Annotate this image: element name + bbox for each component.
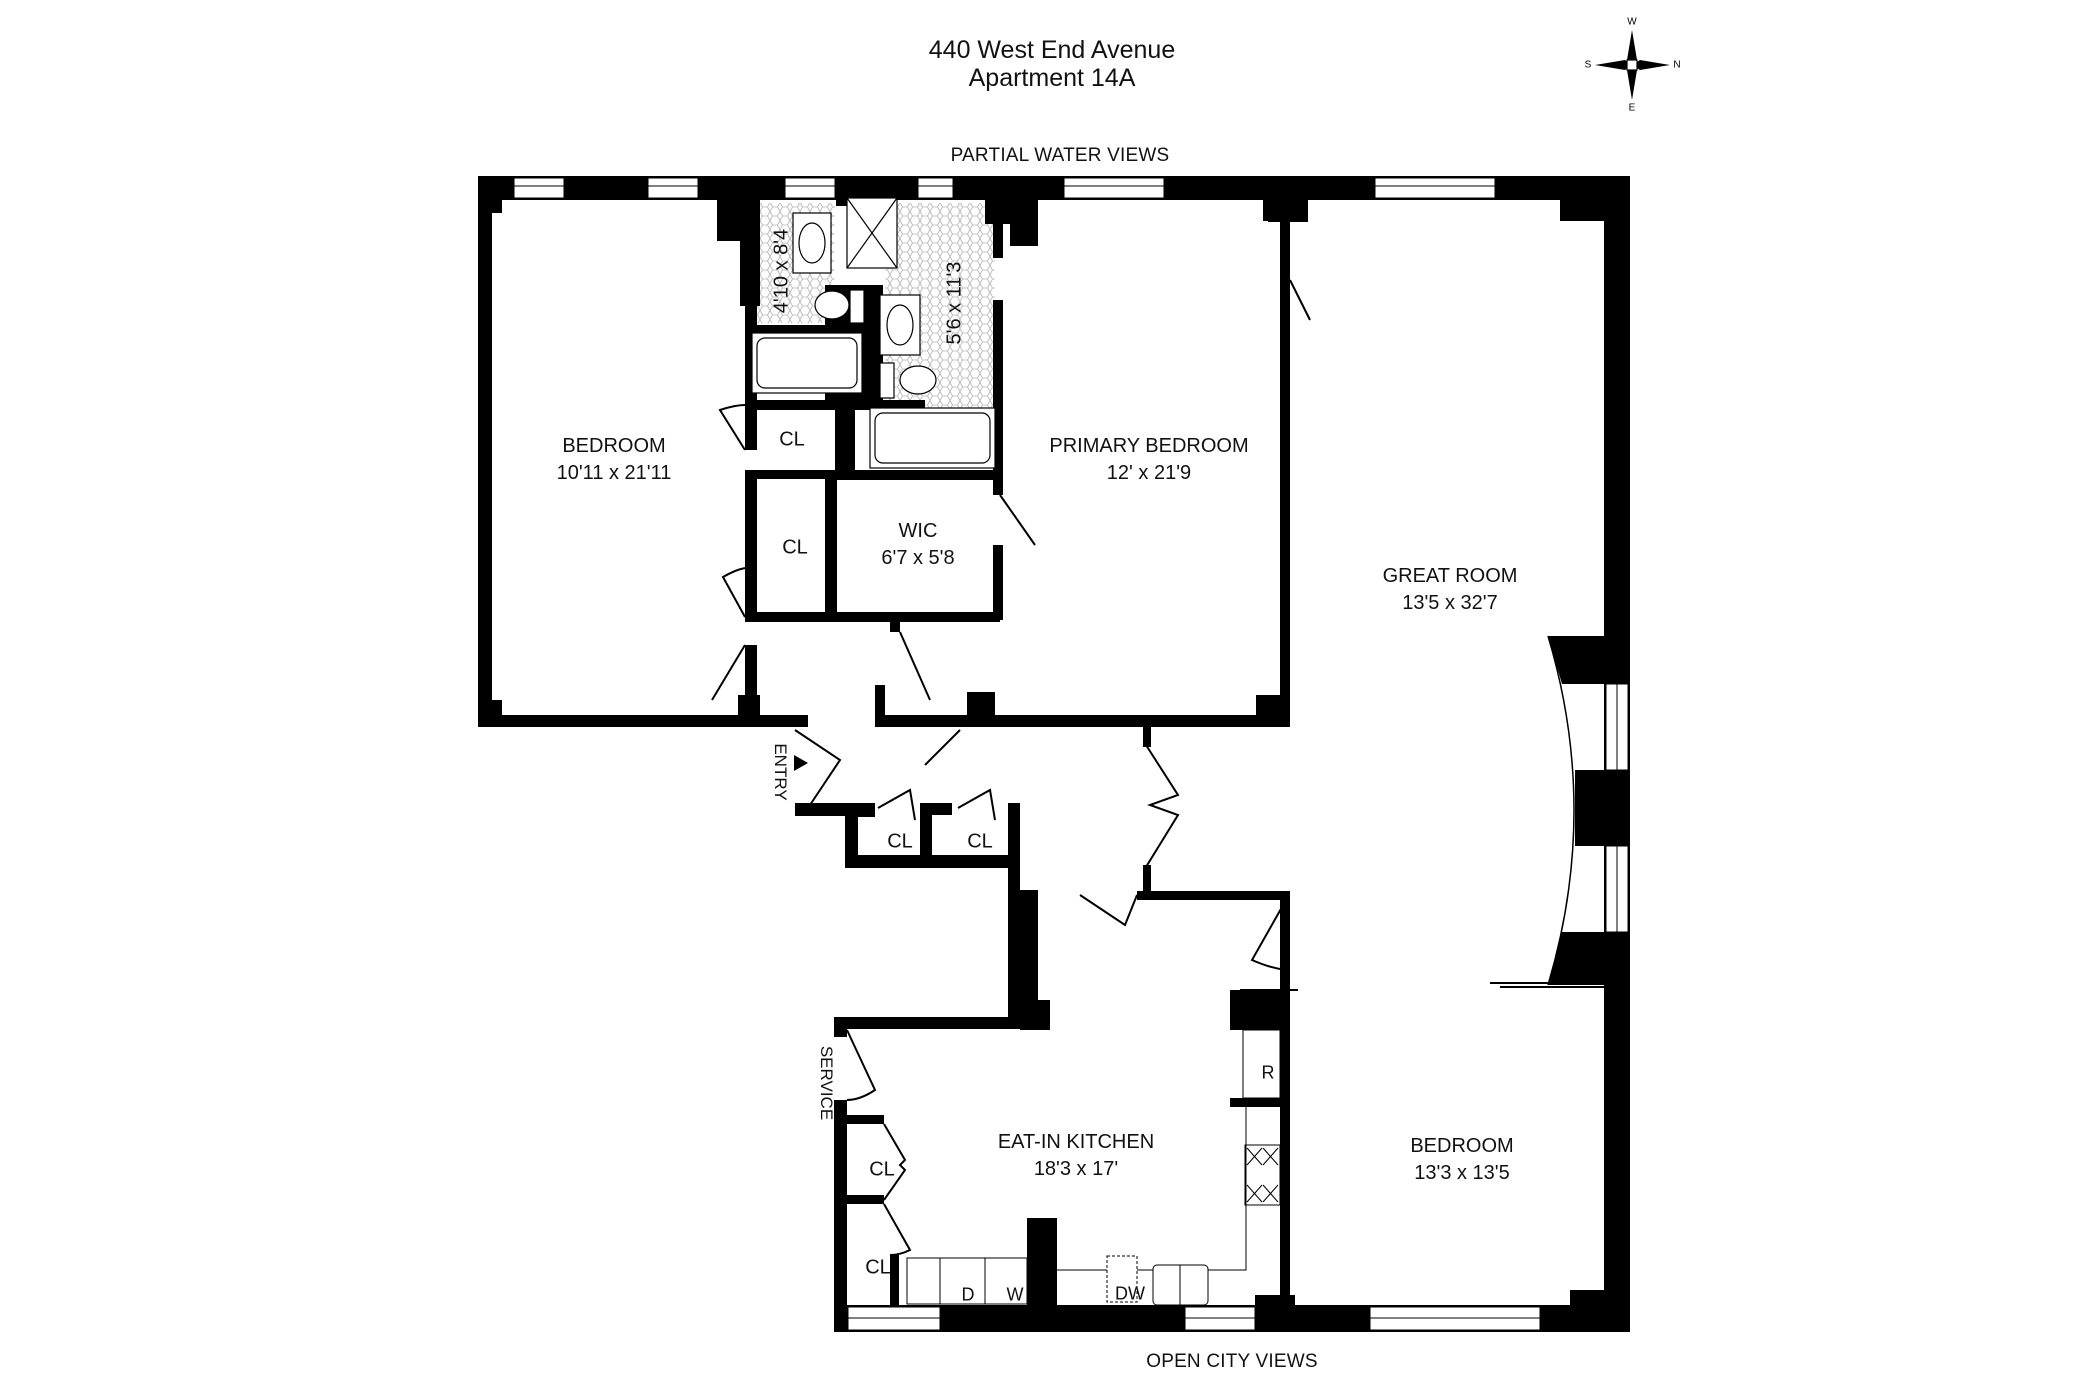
room-great-room: GREAT ROOM 13'5 x 32'7 — [1383, 563, 1518, 617]
room-name: BEDROOM — [1410, 1135, 1514, 1157]
door-swings — [711, 279, 1311, 1256]
window-mullions — [514, 185, 1618, 1319]
compass-south-label: S — [1584, 59, 1592, 71]
entry-label: ENTRY — [771, 743, 790, 801]
refrigerator-label: R — [1261, 1062, 1275, 1083]
bay-window-arc — [1547, 635, 1575, 986]
service-entry-label: SERVICE — [817, 1045, 836, 1121]
closet-label: CL — [779, 428, 805, 451]
washer-label: W — [1006, 1284, 1024, 1305]
sliding-door — [1240, 982, 1605, 991]
room-dims: 18'3 x 17' — [1033, 1158, 1119, 1180]
stove-icon — [1244, 1144, 1281, 1206]
room-name: GREAT ROOM — [1382, 565, 1518, 587]
room-bath-1-dims: 4'10 x 8'4 — [770, 228, 793, 314]
bath-fixtures — [751, 197, 996, 469]
room-dims: 12' x 21'9 — [1106, 462, 1192, 484]
counter — [906, 1257, 1028, 1305]
room-primary-bedroom: PRIMARY BEDROOM 12' x 21'9 — [1049, 433, 1248, 487]
room-name: PRIMARY BEDROOM — [1049, 435, 1249, 457]
refrigerator-icon — [1242, 1029, 1281, 1099]
windows — [513, 177, 1629, 1331]
room-dims: 13'3 x 13'5 — [1414, 1162, 1510, 1184]
room-eat-in-kitchen: EAT-IN KITCHEN 18'3 x 17' — [998, 1129, 1154, 1183]
room-wic: WIC 6'7 x 5'8 — [881, 518, 954, 572]
compass-east-label: E — [1628, 102, 1636, 114]
compass-north-label: N — [1673, 59, 1681, 71]
dryer-label: D — [961, 1284, 975, 1305]
room-name: BEDROOM — [562, 435, 666, 457]
room-dims: 6'7 x 5'8 — [881, 547, 955, 569]
address-title: 440 West End Avenue — [928, 36, 1176, 64]
closet-label: CL — [865, 1256, 891, 1279]
closet-label: CL — [869, 1158, 895, 1181]
room-bedroom-west: BEDROOM 10'11 x 21'11 — [557, 433, 672, 487]
unit-title: Apartment 14A — [968, 64, 1136, 92]
room-name: EAT-IN KITCHEN — [997, 1131, 1155, 1153]
kitchen-fixtures — [906, 1029, 1281, 1306]
closet-label: CL — [967, 830, 993, 853]
compass-west-label: W — [1627, 16, 1637, 28]
entry-arrow-icon — [794, 755, 808, 771]
closet-label: CL — [782, 536, 808, 559]
bottom-view-label: OPEN CITY VIEWS — [1146, 1351, 1318, 1372]
room-bath-2-dims: 5'6 x 11'3 — [943, 261, 966, 345]
room-bedroom-east: BEDROOM 13'3 x 13'5 — [1410, 1133, 1513, 1187]
room-dims: 13'5 x 32'7 — [1402, 592, 1498, 614]
closet-label: CL — [887, 830, 913, 853]
compass-icon — [1595, 30, 1670, 100]
toilet-icon — [899, 365, 937, 395]
top-view-label: PARTIAL WATER VIEWS — [950, 145, 1170, 166]
toilet-icon — [814, 290, 850, 320]
dishwasher-icon — [1106, 1255, 1138, 1303]
room-dims: 10'11 x 21'11 — [556, 462, 672, 484]
room-name: WIC — [898, 520, 938, 542]
dishwasher-label: DW — [1115, 1283, 1145, 1304]
